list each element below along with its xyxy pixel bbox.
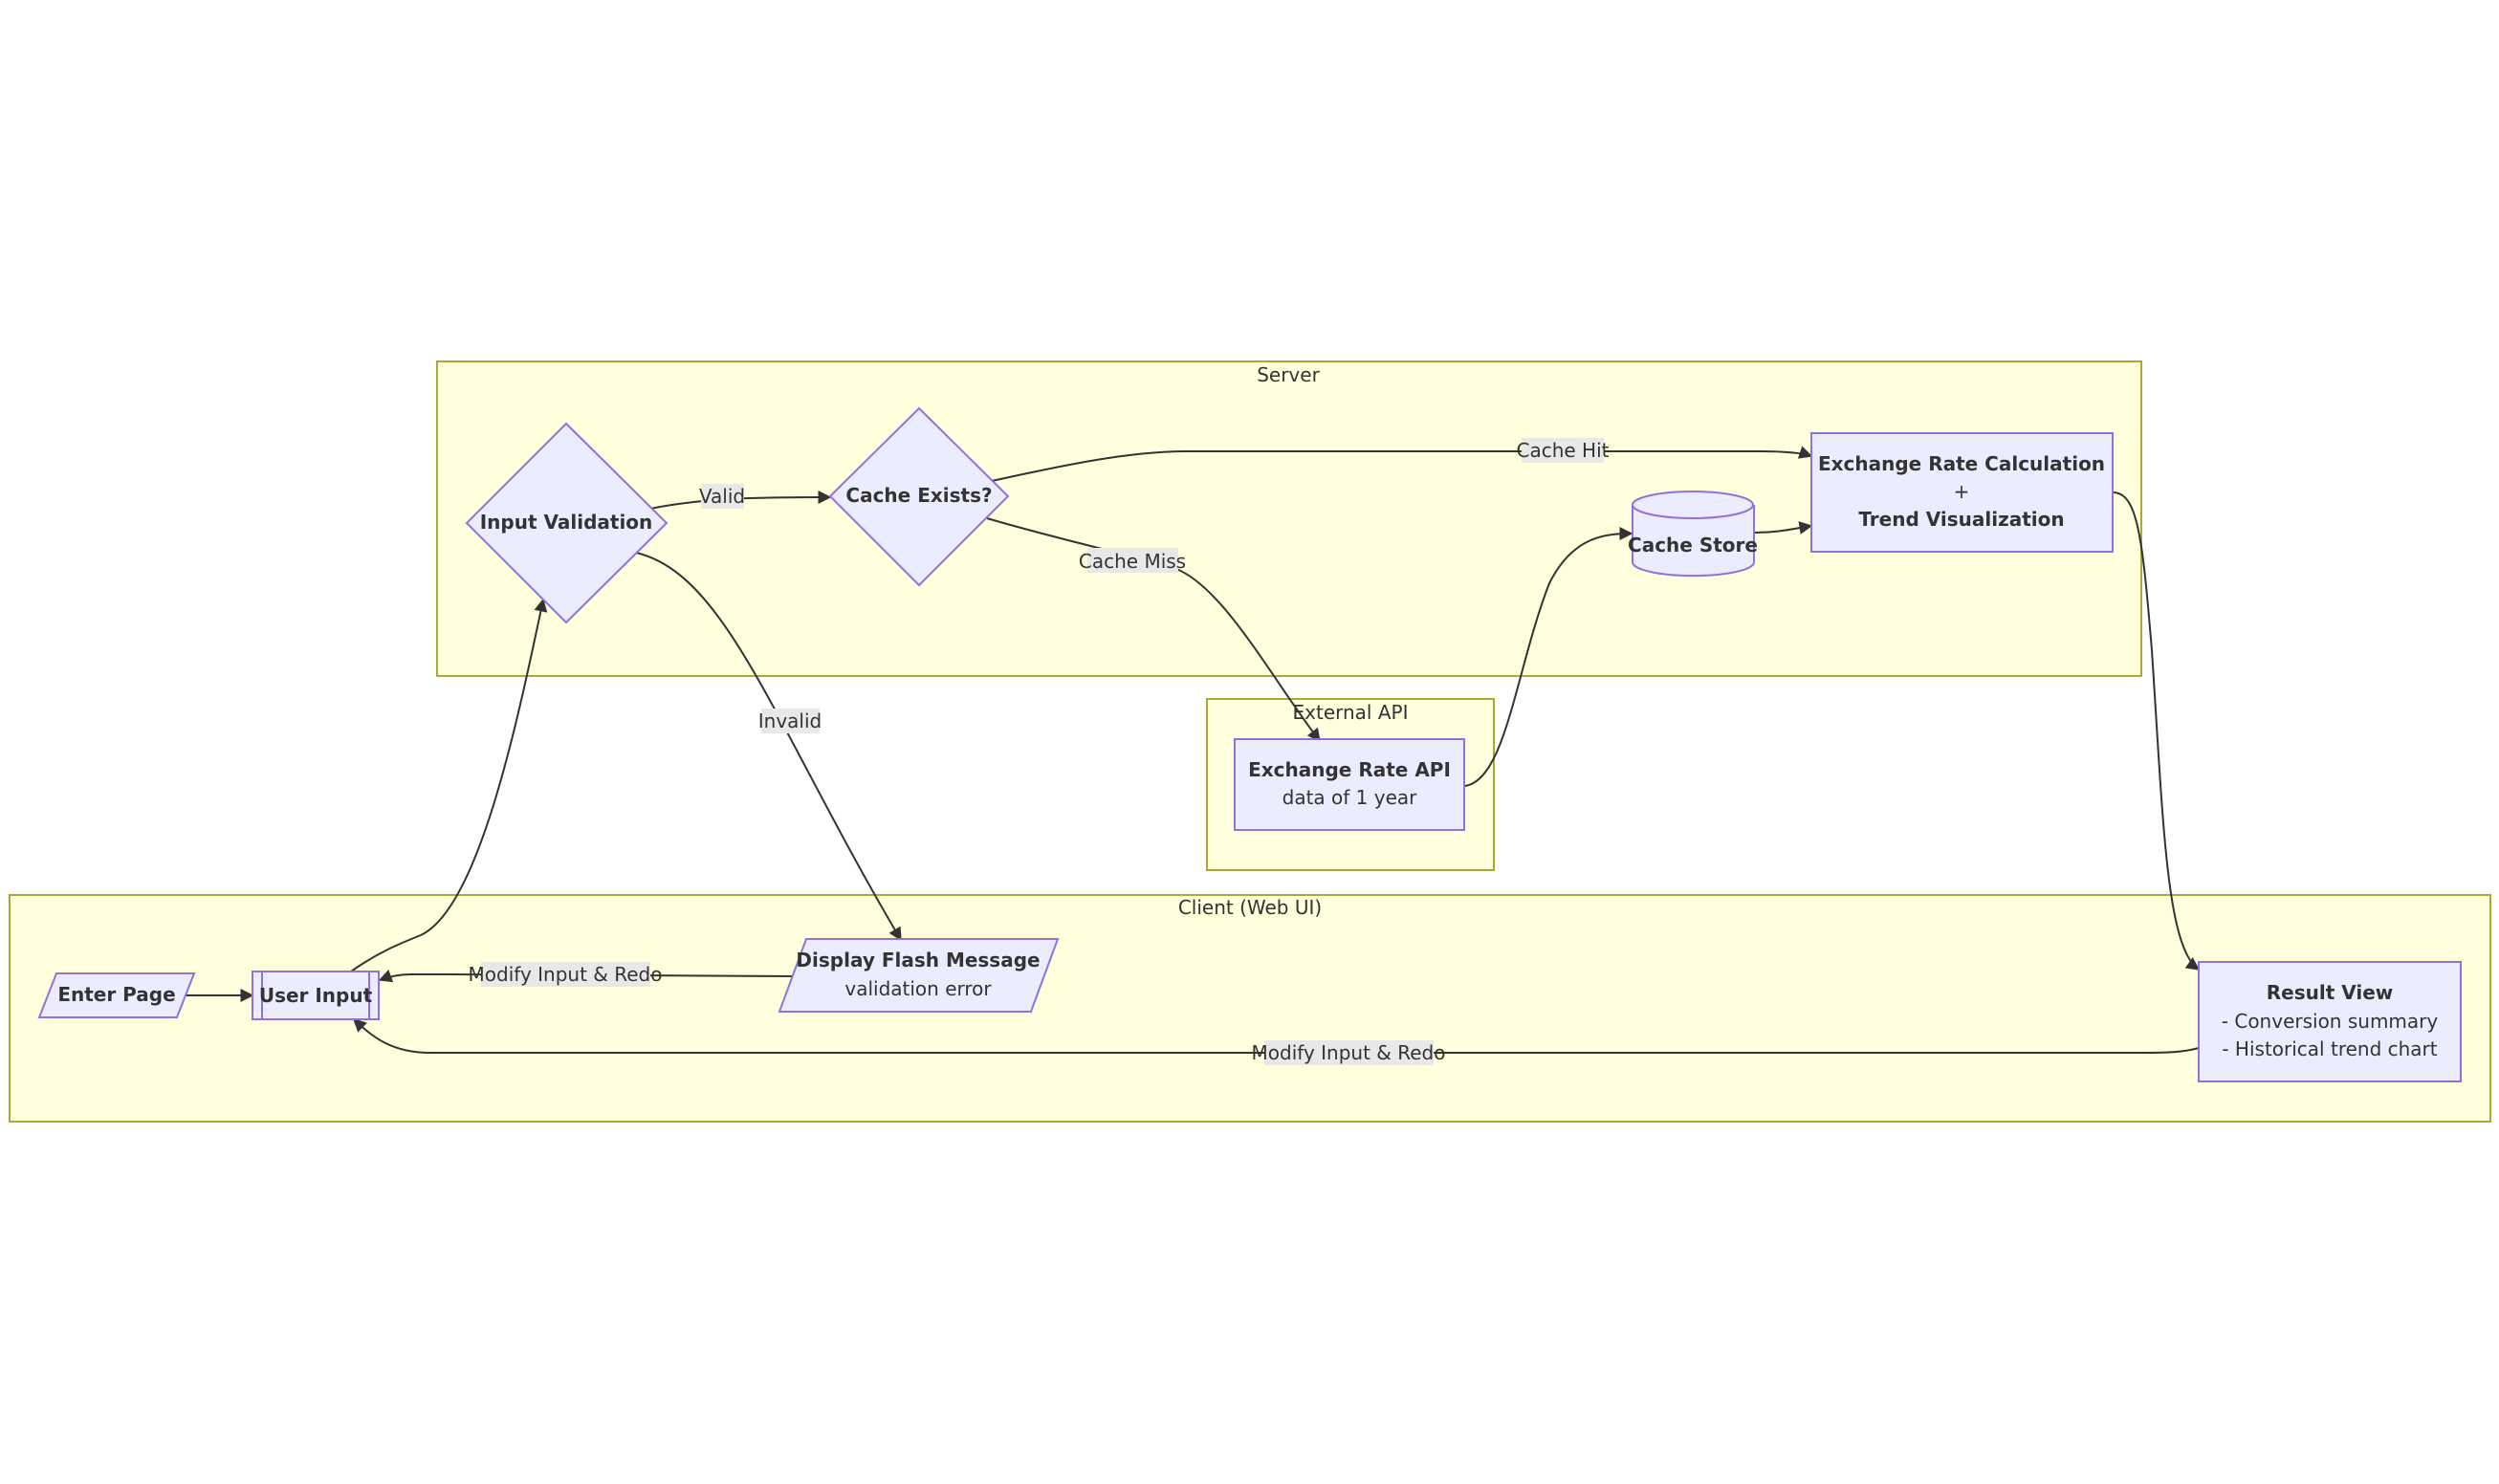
node-display-flash-message: Display Flash Message validation error <box>778 938 1060 1013</box>
node-enter-page: Enter Page <box>37 972 196 1018</box>
node-cache-store: Cache Store <box>1628 491 1758 578</box>
node-exchange-rate-api: Exchange Rate API data of 1 year <box>1234 738 1465 831</box>
svg-text:Cache Miss: Cache Miss <box>1079 550 1186 573</box>
svg-text:- Historical trend chart: - Historical trend chart <box>2222 1037 2437 1060</box>
node-user-input: User Input <box>252 971 380 1020</box>
svg-text:data of 1 year: data of 1 year <box>1282 786 1418 809</box>
cluster-external-api-title: External API <box>1293 701 1409 724</box>
node-exchange-rate-calculation: Exchange Rate Calculation + Trend Visual… <box>1810 432 2114 553</box>
svg-text:validation error: validation error <box>844 977 992 1000</box>
edge-label-modify-redo-result: Modify Input & Redo <box>1252 1040 1446 1065</box>
edge-api-to-cache <box>1464 527 1633 787</box>
edge-cache-to-calc <box>1754 521 1813 535</box>
edge-input-to-validation <box>350 598 548 972</box>
svg-text:Exchange Rate Calculation: Exchange Rate Calculation <box>1818 452 2105 475</box>
svg-text:+: + <box>1954 480 1970 503</box>
edge-label-cache-miss: Cache Miss <box>1079 548 1186 573</box>
node-result-view: Result View - Conversion summary - Histo… <box>2198 961 2462 1082</box>
node-input-validation: Input Validation <box>465 422 669 624</box>
edge-calc-to-result <box>2112 491 2201 971</box>
svg-text:Enter Page: Enter Page <box>57 983 175 1006</box>
svg-text:Input Validation: Input Validation <box>480 511 653 534</box>
node-cache-exists: Cache Exists? <box>828 406 1010 587</box>
edge-label-invalid: Invalid <box>758 709 822 733</box>
edge-label-modify-redo-flash: Modify Input & Redo <box>469 962 663 987</box>
cluster-client: Client (Web UI) <box>9 894 2491 1123</box>
svg-text:Result View: Result View <box>2267 981 2394 1004</box>
svg-text:Exchange Rate API: Exchange Rate API <box>1248 758 1451 781</box>
edge-label-valid: Valid <box>699 484 745 509</box>
svg-text:Modify Input & Redo: Modify Input & Redo <box>1252 1041 1446 1064</box>
cluster-server-title: Server <box>1257 363 1320 386</box>
svg-text:Valid: Valid <box>699 485 745 508</box>
svg-text:Display Flash Message: Display Flash Message <box>796 949 1040 971</box>
svg-text:Trend Visualization: Trend Visualization <box>1858 508 2064 531</box>
svg-text:Modify Input & Redo: Modify Input & Redo <box>469 963 663 986</box>
edge-invalid <box>635 552 902 942</box>
edge-label-cache-hit: Cache Hit <box>1517 438 1610 463</box>
svg-text:Cache Store: Cache Store <box>1628 534 1758 556</box>
cluster-client-title: Client (Web UI) <box>1178 896 1322 919</box>
edge-cache-hit <box>991 446 1813 482</box>
svg-text:User Input: User Input <box>259 984 373 1007</box>
svg-text:Cache Hit: Cache Hit <box>1517 439 1610 462</box>
edge-flash-to-input <box>378 970 795 983</box>
svg-text:Invalid: Invalid <box>758 709 822 732</box>
svg-text:- Conversion summary: - Conversion summary <box>2222 1010 2439 1033</box>
svg-text:Cache Exists?: Cache Exists? <box>845 484 992 507</box>
edge-result-to-input <box>352 1018 2200 1054</box>
